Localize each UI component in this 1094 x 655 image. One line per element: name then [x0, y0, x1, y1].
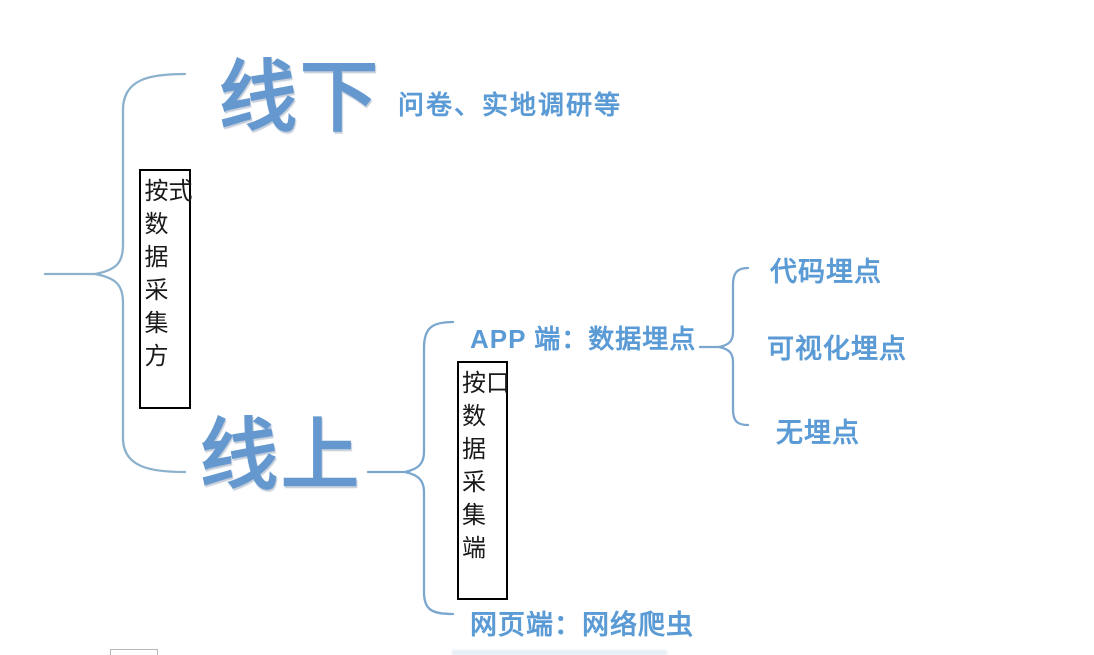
- port-category-label: 按数据采集端口: [457, 370, 508, 568]
- web-branch-label: 网页端：网络爬虫: [470, 610, 694, 640]
- leaf-no-tracking: 无埋点: [776, 418, 860, 448]
- offline-branch-title: 线下: [219, 53, 382, 141]
- leaf-visual-tracking: 可视化埋点: [767, 334, 907, 364]
- app-brace: [717, 266, 750, 427]
- online-brace: [403, 320, 455, 616]
- online-branch-title: 线上: [200, 411, 363, 499]
- root-category-label: 按数据采集方式: [140, 178, 190, 376]
- offline-branch-note: 问卷、实地调研等: [398, 90, 623, 120]
- cutoff-rectangle-artifact: [110, 649, 158, 655]
- leaf-code-tracking: 代码埋点: [770, 257, 882, 287]
- root-category-box: 按数据采集方式: [139, 169, 191, 409]
- port-category-box: 按数据采集端口: [457, 361, 508, 600]
- app-branch-label: APP 端：数据埋点: [470, 324, 697, 354]
- cutoff-text-artifact: [452, 650, 667, 655]
